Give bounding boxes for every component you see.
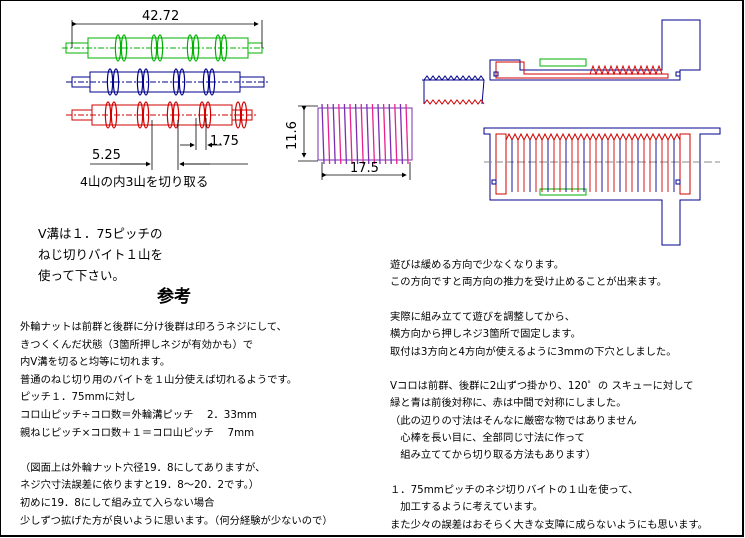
coil-turn [332, 103, 336, 165]
roller-ring [142, 101, 150, 129]
note-vgroove-3: 使って下さい。 [38, 268, 125, 283]
roller-rings [104, 34, 248, 129]
roller-ring [202, 68, 210, 96]
roller-ring [198, 101, 206, 129]
roller-ring [114, 34, 122, 62]
roller-ring [234, 101, 242, 129]
right-notes-line: Vコロは前群、後群に2山ずつ掛かり、120゜の スキューに対して [390, 380, 694, 393]
coil-turn [354, 103, 359, 165]
right-notes-line: 遊びは緩める方向で少なくなります。 [390, 259, 565, 271]
right-notes-line: 緑と青は前後対称に、赤は中間で対称にしました。 [390, 397, 627, 410]
dim-label-overall: 42.72 [142, 9, 180, 24]
roller-ring [110, 101, 118, 129]
right-notes-line: この方向ですと両方向の推力を受け止めることが出来ます。 [390, 276, 667, 289]
roller-blue [66, 71, 270, 93]
coil-turn [366, 103, 370, 165]
right-notes-line: また少々の誤差はおそらく大きな支障に成らないようにも思います。 [390, 518, 708, 531]
coil-turn [321, 103, 325, 165]
right-notes-line: 実際に組み立てて遊びを調整してから、 [390, 310, 576, 323]
coil-turn [371, 103, 376, 165]
left-notes-line: 普通のねじ切り用のバイトを１山分使えば切れるようです。 [20, 373, 297, 386]
roller-ring [156, 34, 164, 62]
coil-turn [388, 103, 392, 165]
note-vgroove-1: V溝は１．75ピッチの [38, 226, 163, 241]
right-notes-line: 心棒を長い目に、全部同じ寸法に作って [390, 432, 585, 444]
left-notes-line: （図面上は外輪ナット穴径19．8にしてありますが、 [20, 461, 266, 474]
dim-label-coil-length: 17.5 [350, 161, 379, 176]
left-notes-line: コロ山ピッチ÷コロ数＝外輪溝ピッチ 2．33mm [20, 409, 257, 421]
dim-label-pitch: 1.75 [210, 134, 239, 149]
roller-ring [220, 34, 228, 62]
housing-bottom-lines [511, 140, 675, 192]
dim-coil-diameter [298, 105, 318, 162]
roller-green [62, 37, 266, 59]
coil-spring [317, 103, 413, 165]
left-notes-line: ネジ穴寸法誤差に依りますと19．8～20．2です。） [20, 479, 260, 492]
heading-reference: 参考 [157, 287, 191, 307]
left-notes-line: 外輪ナットは前群と後群に分け後群は印ろうネジにして、 [20, 321, 287, 333]
right-notes-line: 組み立ててから切り取る方法もあります） [390, 449, 596, 462]
dim-pitch [180, 118, 222, 150]
left-notes-line: 初めに19．8にして組み立て入らない場合 [20, 497, 215, 509]
roller-red [66, 104, 258, 126]
roller-ring [172, 101, 180, 129]
coil-turn [399, 103, 404, 165]
right-notes-line: 加工するように考えています。 [390, 501, 543, 514]
roller-ring [204, 101, 212, 129]
roller-ring [178, 68, 186, 96]
coil-turn [405, 103, 409, 165]
coil-turn [360, 103, 364, 165]
roller-ring [214, 34, 222, 62]
coil-turn [382, 103, 387, 165]
left-notes-line: 親ねじピッチ×コロ数＋１＝コロ山ピッチ 7mm [20, 426, 255, 439]
roller-ring [192, 34, 200, 62]
roller-ring [104, 101, 112, 129]
housing-top [489, 19, 701, 81]
coil-turn [377, 103, 381, 165]
roller-ring [142, 68, 150, 96]
coil-turn [343, 103, 348, 165]
coil-turn [326, 103, 331, 165]
left-notes-line: きつくくんだ状態（3箇所押しネジが有効かも）で [20, 338, 254, 351]
roller-ring [106, 68, 114, 96]
coil-turn [338, 103, 342, 165]
right-notes-line: 取付は3方向と4方向が使えるように3mmの下穴としました。 [390, 345, 677, 358]
roller-ring [112, 68, 120, 96]
roller-ring [240, 101, 248, 129]
dim-label-offset: 5.25 [92, 148, 121, 163]
roller-ring [172, 68, 180, 96]
note-vgroove-2: ねじ切りバイト１山を [38, 247, 164, 262]
roller-ring [166, 101, 174, 129]
left-notes-line: ピッチ１．75mmに対し [20, 391, 136, 404]
left-notes-line: 少しずつ拡げた方が良いように思います。（何分経験が少ないので） [20, 514, 333, 527]
roller-ring [136, 68, 144, 96]
dim-overall-length [71, 20, 263, 48]
small-nut-profile [422, 75, 485, 105]
right-notes-line: １．75mmピッチのネジ切りバイトの１山を使って、 [390, 483, 639, 496]
roller-ring [208, 68, 216, 96]
dim-coil-length [321, 162, 411, 180]
roller-ring [150, 34, 158, 62]
roller-ring [186, 34, 194, 62]
dim-label-coil-diameter: 11.6 [285, 121, 300, 150]
coil-turn [349, 103, 353, 165]
dim-inner-offset [90, 120, 248, 170]
right-notes-line: （此の辺りの寸法はそんなに厳密な物ではありません [390, 414, 637, 427]
left-notes-line: 内V溝を切ると均等に切れます。 [20, 356, 171, 369]
right-notes-line: 横方向から押しネジ3箇所で固定します。 [390, 328, 581, 341]
roller-ring [136, 101, 144, 129]
caption-cut: 4山の内3山を切り取る [80, 174, 209, 189]
roller-ring [120, 34, 128, 62]
coil-turn [394, 103, 398, 165]
